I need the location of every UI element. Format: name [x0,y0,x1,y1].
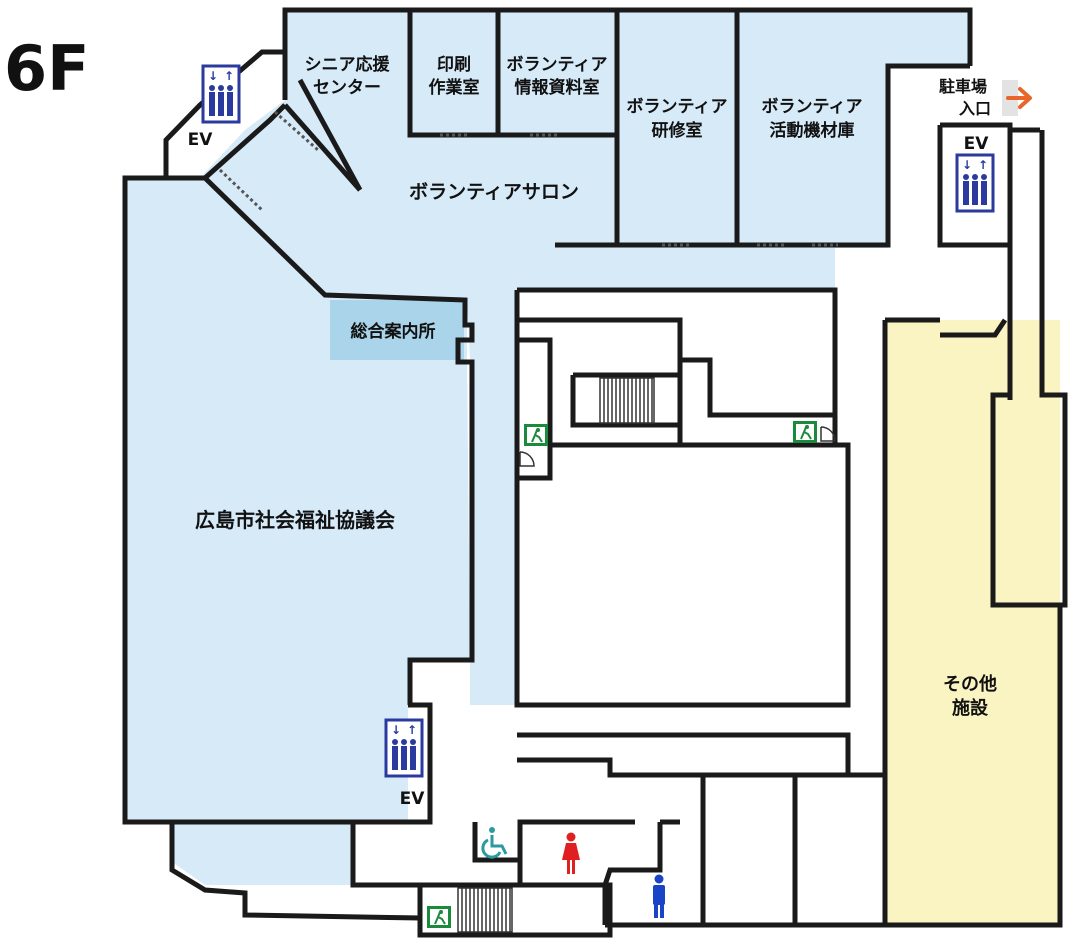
info-desk-area [330,300,464,360]
room-label-volunteer-training: 研修室 [652,120,703,141]
svg-text:↑: ↑ [407,723,417,737]
emergency-exit-icon [524,424,548,446]
council-lower-area [172,822,353,885]
room-label-volunteer-info: 情報資料室 [515,77,600,98]
room-label-other-facilities: その他 [943,673,997,695]
elevator-label: EV [188,130,214,150]
elevator-icon: ↓ ↑ [955,153,995,213]
emergency-exit-icon [793,421,817,443]
room-label-council: 広島市社会福祉協議会 [195,508,395,532]
svg-text:↓: ↓ [962,158,972,172]
elevator-label: EV [400,789,426,809]
elevator-icon: ↓ ↑ [201,64,241,124]
parking-entrance-label: 駐車場 [939,77,987,96]
room-label-print: 作業室 [429,77,480,98]
room-label-other-facilities: 施設 [952,697,989,719]
room-label-volunteer-salon: ボランティアサロン [409,181,579,203]
elevator-label: EV [964,134,990,154]
room-label-senior-center: シニア応援 [305,54,391,75]
svg-text:↓: ↓ [391,723,401,737]
svg-text:↑: ↑ [978,158,988,172]
svg-text:↑: ↑ [224,69,234,83]
restroom-male-icon [653,874,665,918]
room-label-senior-center: センター [313,78,381,98]
room-label-volunteer-training: ボランティア [627,97,728,117]
restroom-female-icon [562,832,580,874]
svg-text:↓: ↓ [208,69,218,83]
room-label-volunteer-equipment: 活動機材庫 [770,120,855,141]
room-label-info-desk: 総合案内所 [351,321,436,342]
room-label-volunteer-info: ボランティア [507,55,608,75]
room-label-volunteer-equipment: ボランティア [762,97,863,117]
emergency-exit-icon [427,906,451,928]
arrow-right-icon [1002,80,1032,116]
room-labels: シニア応援 センター 印刷 作業室 ボランティア 情報資料室 ボランティア 研修… [188,54,997,809]
parking-entrance-label: 入口 [959,99,991,118]
elevator-icon: ↓ ↑ [384,718,424,778]
blue-areas [125,12,1060,925]
stairs [457,377,655,933]
door-swings [519,426,836,467]
floor-title: 6F [4,32,90,105]
salon-area [245,12,970,705]
accessible-toilet-icon [481,827,508,859]
room-label-print: 印刷 [437,55,471,75]
doorways [218,110,838,247]
walls [122,7,1068,938]
other-facilities-area [885,320,1060,925]
